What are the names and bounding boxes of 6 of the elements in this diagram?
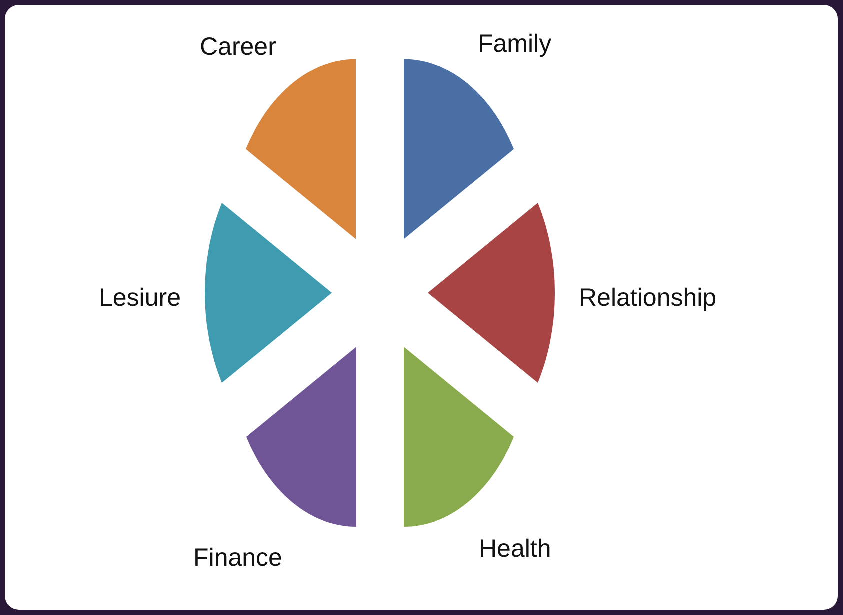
slice-label: Health	[479, 534, 552, 564]
slice-label: Career	[200, 32, 276, 62]
slice-label: Relationship	[579, 283, 717, 313]
slice-label: Finance	[194, 542, 282, 573]
slice-label: Lesiure	[99, 283, 181, 313]
slice-label: Family	[478, 29, 552, 59]
